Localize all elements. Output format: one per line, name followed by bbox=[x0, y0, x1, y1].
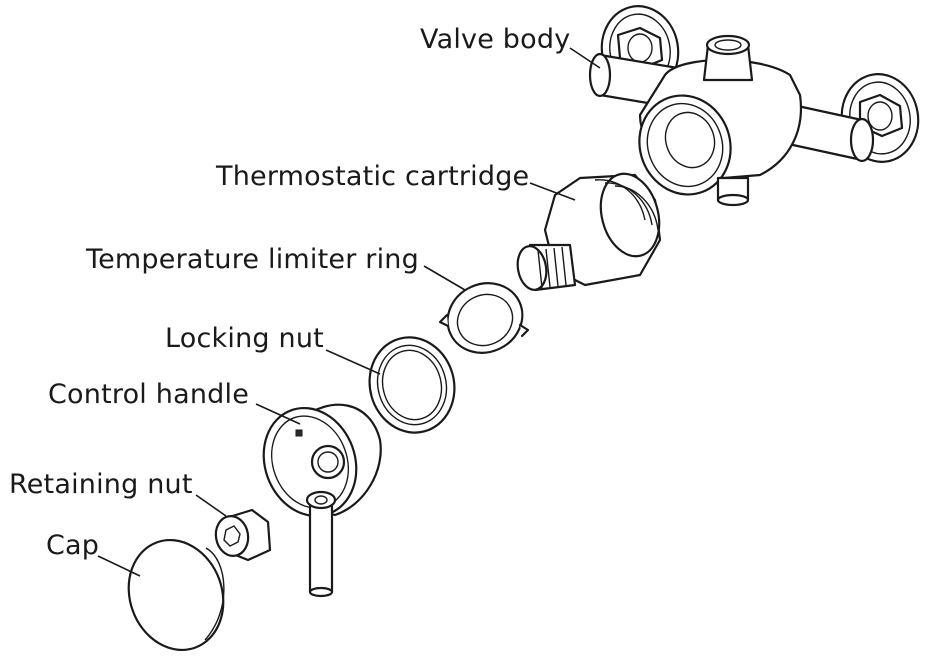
valve-body-leader bbox=[569, 47, 601, 69]
locking-nut-part bbox=[368, 336, 456, 434]
retaining-nut-leader bbox=[195, 494, 227, 517]
retaining-nut-label: Retaining nut bbox=[9, 469, 193, 500]
locking-nut-leader bbox=[325, 349, 381, 375]
thermostatic-cartridge-label: Thermostatic cartridge bbox=[216, 161, 530, 192]
control-handle-part bbox=[262, 403, 382, 598]
valve-body-part bbox=[588, 5, 920, 207]
control-handle-leader bbox=[255, 403, 301, 425]
valve-body-label: Valve body bbox=[420, 24, 571, 55]
thermostatic-cartridge-leader bbox=[529, 182, 576, 201]
cap-label: Cap bbox=[46, 530, 100, 561]
cap-leader bbox=[97, 555, 141, 577]
temperature-limiter-ring-label: Temperature limiter ring bbox=[86, 244, 419, 275]
retaining-nut-part bbox=[214, 508, 272, 562]
cap-part bbox=[127, 538, 225, 652]
temperature-limiter-ring-part bbox=[438, 282, 530, 354]
locking-nut-label: Locking nut bbox=[165, 323, 324, 354]
control-handle-label: Control handle bbox=[48, 379, 250, 410]
temperature-limiter-ring-leader bbox=[423, 265, 466, 291]
thermostatic-cartridge-part bbox=[516, 172, 662, 292]
